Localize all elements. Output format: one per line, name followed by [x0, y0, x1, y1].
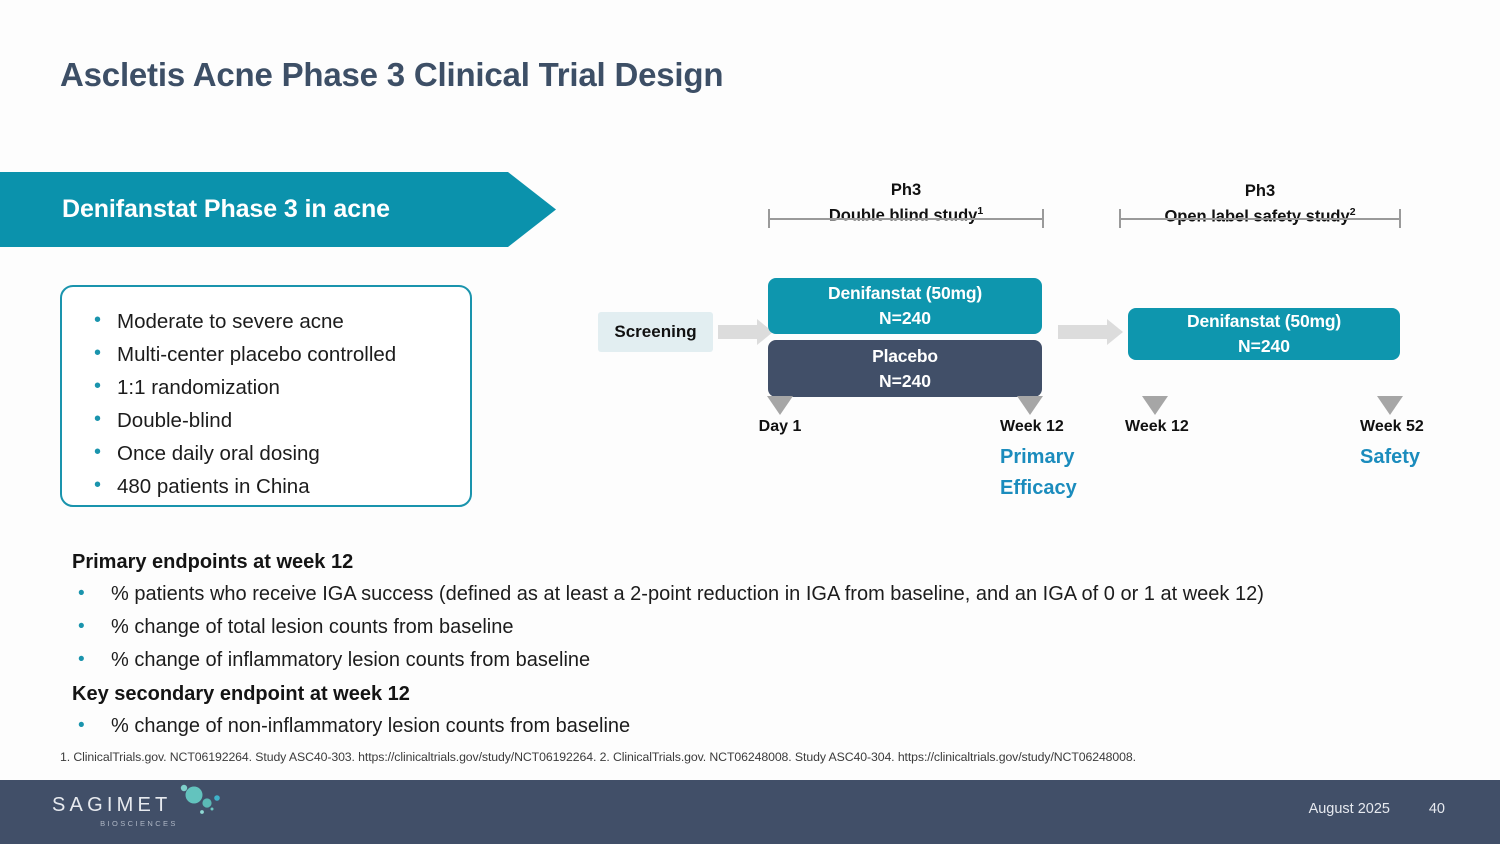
phase-header-double-blind: Ph3 Double blind study1 — [768, 180, 1044, 227]
list-item: % change of inflammatory lesion counts f… — [72, 643, 1472, 677]
timeline-annotation-primary-efficacy: Primary Efficacy — [1000, 442, 1077, 504]
page-title: Ascletis Acne Phase 3 Clinical Trial Des… — [60, 56, 724, 93]
list-item: Double-blind — [86, 403, 450, 437]
timeline-label: Day 1 — [758, 418, 802, 435]
primary-endpoints-list: % patients who receive IGA success (defi… — [72, 577, 1472, 677]
endpoints-section: Primary endpoints at week 12 % patients … — [72, 545, 1472, 743]
bracket-tick-right — [1399, 209, 1401, 228]
triangle-marker-icon — [1017, 396, 1043, 415]
phase-bracket-double-blind — [768, 209, 1044, 228]
phase-label: Ph3 — [890, 181, 922, 199]
banner-label: Denifanstat Phase 3 in acne — [62, 195, 390, 223]
trial-design-bullets: Moderate to severe acne Multi-center pla… — [86, 304, 450, 503]
treatment-name: Denifanstat (50mg) — [1187, 311, 1341, 331]
list-item: 480 patients in China — [86, 469, 450, 503]
treatment-name: Placebo — [872, 345, 938, 366]
treatment-n: N=240 — [878, 370, 932, 391]
footer-bar — [0, 780, 1500, 844]
footer-date: August 2025 — [1308, 801, 1390, 817]
footnote-references: 1. ClinicalTrials.gov. NCT06192264. Stud… — [60, 750, 1136, 764]
bracket-line — [768, 218, 1044, 220]
phase-study-text: Double blind study — [828, 206, 978, 225]
secondary-endpoints-list: % change of non-inflammatory lesion coun… — [72, 709, 1472, 743]
logo-wordmark: SAGIMET — [52, 794, 172, 816]
footnote-ref: 2 — [1349, 206, 1356, 218]
arrow-double-blind-to-open-label-icon — [1058, 319, 1123, 345]
triangle-marker-icon — [1377, 396, 1403, 415]
timeline-marker-week12-primary: Week 12 Primary Efficacy — [1000, 396, 1077, 504]
timeline-label: Week 12 — [1125, 418, 1189, 435]
list-item: % patients who receive IGA success (defi… — [72, 577, 1472, 611]
secondary-endpoint-heading: Key secondary endpoint at week 12 — [72, 683, 410, 705]
annotation-line-2: Efficacy — [1000, 477, 1077, 499]
trial-schema-diagram: Ph3 Double blind study1 Ph3 Open label s… — [598, 180, 1424, 504]
bracket-tick-right — [1042, 209, 1044, 228]
timeline-label: Week 52 — [1360, 418, 1424, 435]
bracket-tick-left — [1119, 209, 1121, 228]
timeline-marker-day1: Day 1 — [750, 396, 810, 436]
timeline-annotation-safety: Safety — [1360, 446, 1421, 468]
list-item: % change of total lesion counts from bas… — [72, 610, 1472, 644]
treatment-box-placebo: Placebo N=240 — [768, 340, 1042, 397]
logo-dots-icon — [180, 784, 220, 814]
annotation-line-1: Primary — [1000, 446, 1075, 468]
treatment-box-denifanstat-double-blind: Denifanstat (50mg) N=240 — [768, 278, 1042, 334]
screening-box: Screening — [598, 312, 713, 352]
triangle-marker-icon — [767, 396, 793, 415]
phase-label: Ph3 — [1244, 182, 1276, 200]
treatment-name: Denifanstat (50mg) — [828, 283, 982, 303]
section-banner: Denifanstat Phase 3 in acne — [0, 172, 556, 247]
footer-page-number: 40 — [1428, 801, 1445, 817]
phase-bracket-open-label — [1119, 209, 1401, 228]
timeline-marker-week52-safety: Week 52 Safety — [1360, 396, 1424, 473]
treatment-box-denifanstat-open-label: Denifanstat (50mg) N=240 — [1128, 308, 1400, 360]
triangle-marker-icon — [1142, 396, 1168, 415]
timeline-marker-week12-open-label-start: Week 12 — [1125, 396, 1189, 436]
phase-study-label: Double blind study1 — [768, 200, 1044, 227]
primary-endpoints-heading: Primary endpoints at week 12 — [72, 551, 354, 573]
footnote-ref: 1 — [977, 205, 984, 217]
list-item: Multi-center placebo controlled — [86, 337, 450, 371]
phase-header-open-label: Ph3 Open label safety study2 — [1119, 181, 1401, 228]
list-item: 1:1 randomization — [86, 370, 450, 404]
logo-tagline: BIOSCIENCES — [100, 819, 178, 828]
timeline-label: Week 12 — [1000, 418, 1064, 435]
arrow-screening-to-randomization-icon — [718, 319, 773, 345]
list-item: Moderate to severe acne — [86, 304, 450, 338]
list-item: % change of non-inflammatory lesion coun… — [72, 709, 1472, 743]
bracket-tick-left — [768, 209, 770, 228]
treatment-n: N=240 — [1237, 336, 1291, 356]
phase-study-label: Open label safety study2 — [1119, 201, 1401, 228]
sagimet-logo: SAGIMET BIOSCIENCES — [52, 784, 222, 836]
trial-design-card: Moderate to severe acne Multi-center pla… — [60, 285, 472, 507]
treatment-n: N=240 — [878, 308, 932, 328]
list-item: Once daily oral dosing — [86, 436, 450, 470]
phase-study-text: Open label safety study — [1164, 207, 1350, 226]
bracket-line — [1119, 218, 1401, 220]
